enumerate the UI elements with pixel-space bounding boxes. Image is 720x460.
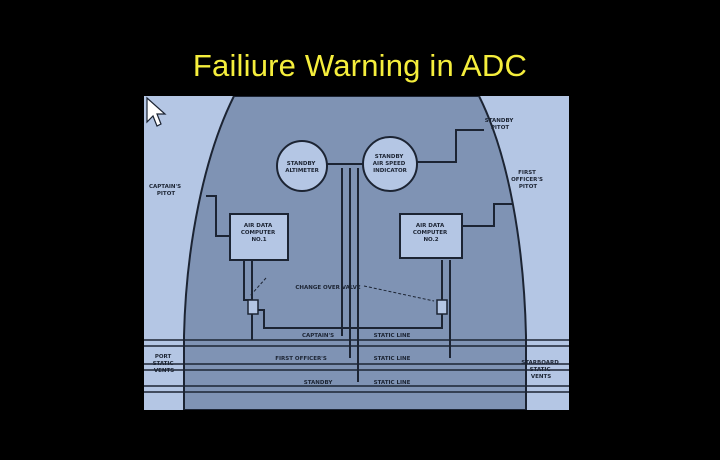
label-adc-2: AIR DATA	[416, 223, 445, 229]
label-first-officers-pitot: FIRST	[518, 170, 536, 176]
label-first-officers-static-line: FIRST OFFICER'S STATIC LINE	[275, 356, 410, 362]
svg-text:STARBOARD STATIC V: STARBOARD STATIC VENTS	[521, 360, 560, 380]
pitot-static-lines	[206, 129, 512, 382]
adc-diagram: STANDBY PITOT CAPTAIN'S PITOT FIRST OFFI…	[144, 96, 569, 410]
static-line-bands	[144, 339, 569, 393]
label-captains-static-line: CAPTAIN'S STATIC LINE	[302, 333, 411, 339]
slide-title: Failiure Warning in ADC	[192, 48, 528, 83]
label-standby-pitot: STANDBY	[485, 118, 515, 124]
label-adc-1: AIR DATA	[244, 223, 273, 229]
label-starboard-static-vents: STARBOARD	[521, 360, 559, 366]
svg-text:FIRST OFFICER'S PI: FIRST OFFICER'S PITOT	[511, 170, 545, 190]
label-captains-pitot: CAPTAIN'S	[149, 184, 181, 190]
label-standby-altimeter: STANDBY	[287, 161, 317, 167]
changeover-valves	[247, 299, 448, 315]
svg-text:CAPTAIN'S PITOT: CAPTAIN'S PITOT	[149, 184, 183, 197]
label-standby-static-line: STANDBY STATIC LINE	[304, 380, 411, 386]
label-port-static-vents: PORT	[155, 354, 172, 360]
svg-text:STANDBY AIR SPEED: STANDBY AIR SPEED INDICATOR	[373, 154, 408, 174]
svg-text:AIR DATA COMPUTER: AIR DATA COMPUTER NO.1	[241, 223, 277, 243]
svg-text:STANDBY ALTIMETER: STANDBY ALTIMETER	[285, 161, 319, 174]
changeover-arrows	[249, 277, 435, 302]
svg-text:STANDBY PITOT: STANDBY PITOT	[485, 118, 516, 131]
label-changeover-valve: CHANGE OVER VALVE	[295, 285, 361, 291]
label-standby-airspeed-indicator: STANDBY	[375, 154, 405, 160]
fuselage-outline	[183, 96, 527, 410]
svg-text:AIR DATA COMPUTER: AIR DATA COMPUTER NO.2	[413, 223, 449, 243]
mouse-pointer-icon	[146, 96, 167, 127]
svg-text:PORT STATIC VENTS: PORT STATIC VENTS	[153, 354, 176, 374]
adc-2-box	[399, 213, 463, 259]
standby-altimeter	[276, 140, 328, 192]
